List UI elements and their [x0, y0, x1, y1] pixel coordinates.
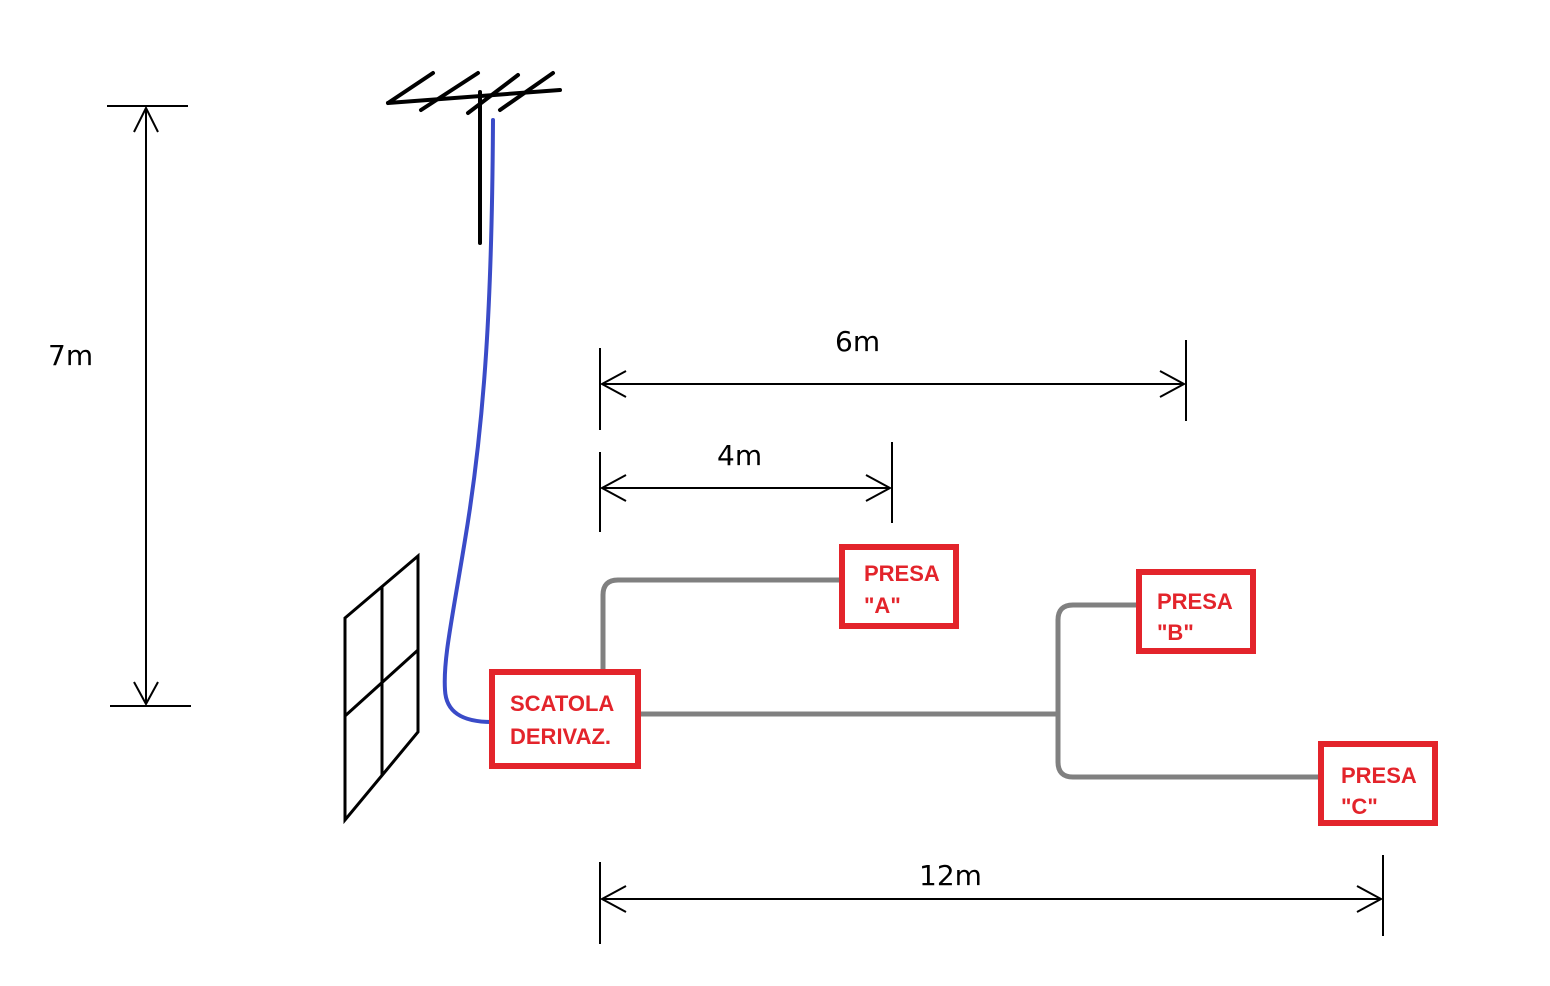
junction-box-label-line1: SCATOLA [510, 691, 614, 716]
dimension-span-a: 4m [599, 439, 893, 532]
dimension-span-c-label: 12m [919, 859, 982, 892]
outlet-c-box: PRESA "C" [1318, 741, 1438, 826]
dimension-height-label: 7m [48, 339, 93, 372]
outlet-b-label-line2: "B" [1157, 620, 1194, 645]
outlet-c-label-line1: PRESA [1341, 763, 1417, 788]
cable-to-outlet-b [1055, 602, 1139, 714]
outlet-b-label-line1: PRESA [1157, 589, 1233, 614]
dimension-span-b-label: 6m [835, 325, 880, 358]
outlet-a-label-line2: "A" [864, 593, 901, 618]
cable-to-outlet-c [1055, 714, 1320, 780]
dimension-span-b: 6m [599, 325, 1187, 430]
outlet-a-label-line1: PRESA [864, 561, 940, 586]
outlet-a-box: PRESA "A" [839, 544, 959, 629]
cable-to-outlet-a [600, 577, 842, 672]
junction-box-label-line2: DERIVAZ. [510, 724, 611, 749]
dimension-span-c: 12m [599, 855, 1384, 944]
coax-cables [600, 577, 1320, 780]
outlet-b-box: PRESA "B" [1136, 569, 1256, 654]
window-icon [343, 552, 420, 825]
dimension-span-a-label: 4m [717, 439, 762, 472]
junction-box: SCATOLA DERIVAZ. [489, 669, 641, 769]
dimension-height: 7m [48, 105, 191, 707]
tv-antenna-icon [386, 71, 562, 245]
antenna-cable [442, 118, 495, 724]
outlet-c-label-line2: "C" [1341, 794, 1378, 819]
